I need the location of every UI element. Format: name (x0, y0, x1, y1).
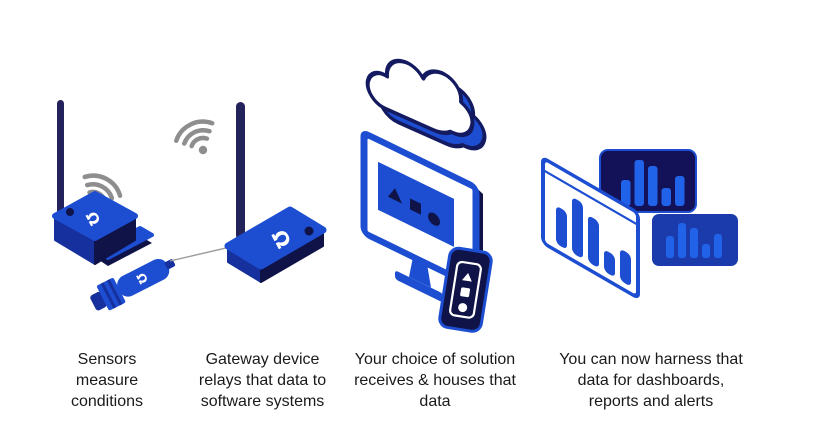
sensor-probe: Ω (90, 258, 176, 311)
caption-line: Sensors (77, 351, 137, 368)
caption-line: relays that data to (198, 372, 327, 389)
bar (675, 176, 685, 206)
bar (690, 228, 698, 258)
monitor-stand (409, 256, 431, 288)
phone-screen-outline (449, 260, 482, 319)
circle-icon (428, 212, 440, 226)
probe-body (117, 258, 170, 297)
bar (661, 188, 671, 206)
solution-illustration (360, 58, 493, 333)
sensor-illustration: Ω Ω (52, 100, 176, 311)
bar (678, 223, 686, 258)
cloud-body (365, 58, 475, 138)
triangle-icon (461, 273, 472, 282)
bar (648, 166, 658, 206)
caption-line: measure (75, 372, 139, 389)
bar (620, 250, 631, 285)
circle-icon (458, 303, 468, 313)
sensor-mount-hole (66, 208, 74, 216)
caption-dashboards: You can now harness that data for dashbo… (540, 349, 762, 412)
gateway-illustration: Ω (174, 102, 327, 283)
caption-line: data (419, 393, 451, 410)
bar (702, 244, 710, 258)
phone (438, 246, 493, 333)
caption-line: data for dashboards, (577, 372, 725, 389)
probe-tip (164, 259, 176, 270)
square-icon (460, 287, 471, 298)
gateway-device: Ω (224, 206, 327, 283)
triangle-icon (388, 188, 402, 204)
bar (666, 236, 674, 258)
caption-line: conditions (70, 393, 144, 410)
sensor-face-top (52, 191, 138, 241)
caption-line: You can now harness that (559, 351, 743, 368)
monitor (360, 130, 483, 302)
caption-gateway: Gateway device relays that data to softw… (175, 349, 350, 412)
caption-solution: Your choice of solution receives & house… (340, 349, 530, 412)
gateway-face-top (224, 206, 327, 270)
bar-chart (666, 223, 722, 258)
gateway-antenna (236, 102, 245, 240)
sensor-antenna (57, 100, 64, 218)
wifi-icon (174, 119, 215, 155)
wifi-dot (198, 145, 208, 155)
gateway-mount-hole (304, 226, 314, 236)
caption-sensors: Sensors measure conditions (37, 349, 177, 412)
bar (621, 180, 631, 206)
dashboard-main-panel (541, 157, 640, 299)
caption-line: reports and alerts (588, 393, 714, 410)
dashboard-card-blue (652, 214, 738, 266)
caption-line: Gateway device (205, 351, 320, 368)
bar (604, 251, 615, 276)
bar (572, 198, 583, 258)
caption-line: software systems (200, 393, 325, 410)
monitor-base (395, 271, 443, 302)
square-icon (410, 198, 421, 215)
bar-chart (621, 160, 685, 206)
bar (556, 207, 567, 248)
sensor-device: Ω (52, 191, 154, 266)
cloud-icon (365, 58, 487, 151)
bar (634, 160, 644, 206)
caption-line: receives & houses that (354, 372, 516, 389)
bar-chart (556, 198, 631, 285)
illustration-canvas: Ω Ω (52, 58, 738, 333)
caption-line: Your choice of solution (354, 351, 516, 368)
bar (714, 234, 722, 258)
panel-header-divider (545, 169, 636, 225)
bar (588, 216, 599, 267)
dashboard-illustration (541, 149, 738, 299)
dashboard-card-dark (599, 149, 697, 213)
